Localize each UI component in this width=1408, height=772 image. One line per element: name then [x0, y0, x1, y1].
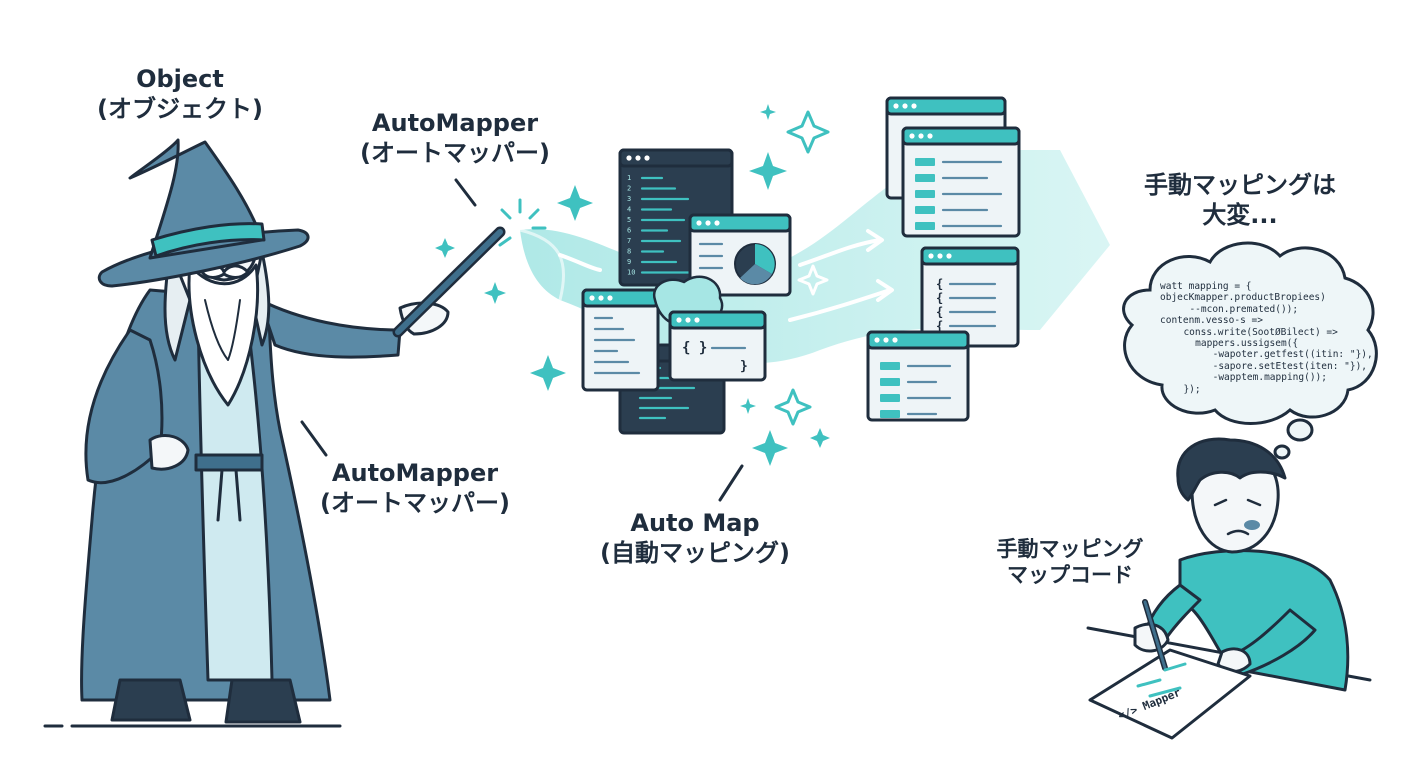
automapper-mid-line1: AutoMapper	[331, 459, 499, 487]
brace-symbol: {	[936, 291, 943, 305]
brace-symbol: }	[740, 359, 748, 374]
line-number: 4	[627, 206, 631, 214]
line-number: 6	[627, 227, 631, 235]
thought-cloud	[1122, 241, 1378, 460]
thought-code-line: objecKmapper.productBropiees)	[1160, 292, 1326, 304]
brace-symbol: {	[936, 305, 943, 319]
object-label: Object (オブジェクト)	[70, 64, 290, 124]
manual-code-line1: 手動マッピング	[996, 537, 1144, 561]
thought-code-line: --mcon.premated());	[1178, 303, 1299, 315]
sparkle-outline-icon	[774, 110, 830, 426]
code-window	[581, 288, 660, 392]
sparkle-icon	[435, 104, 830, 466]
list-row-marker	[915, 190, 935, 198]
manual-hard-line1: 手動マッピングは	[1144, 171, 1336, 199]
manual-hard-label: 手動マッピングは 大変...	[1110, 170, 1370, 230]
list-row-marker	[915, 206, 935, 214]
thought-code-line: conss.write(SootØBilect) =>	[1172, 326, 1338, 338]
list-row-marker	[880, 394, 900, 402]
magic-wand[interactable]	[392, 226, 506, 338]
thought-code-line: -wapptem.mapping());	[1184, 372, 1327, 384]
list-row-marker	[915, 158, 935, 166]
line-number: 8	[627, 248, 631, 256]
automapper-label-top: AutoMapper (オートマッパー)	[340, 108, 570, 168]
line-number: 1	[627, 174, 631, 182]
person-figure	[1086, 437, 1372, 740]
brace-symbol: {	[936, 277, 943, 291]
wizard-figure	[80, 138, 450, 724]
brace-symbol: { }	[682, 340, 707, 356]
list-row-marker	[880, 378, 900, 386]
thought-code-line: -sapore.setEtest(iten: "}),	[1184, 360, 1368, 372]
wand-sparkle	[498, 198, 547, 247]
line-number: 2	[627, 185, 631, 193]
brace-window: { }}	[668, 310, 767, 382]
pie-slice	[740, 264, 772, 285]
list-row-marker	[915, 174, 935, 182]
line-number: 10	[627, 269, 635, 277]
output-window: {{{{	[920, 246, 1020, 348]
thought-code-line: watt mapping = {	[1160, 281, 1252, 292]
automapper-top-line1: AutoMapper	[371, 109, 539, 137]
object-label-line2: (オブジェクト)	[97, 95, 263, 123]
auto-map-line1: Auto Map	[630, 509, 760, 537]
list-row-marker	[880, 362, 900, 370]
output-window	[901, 126, 1021, 238]
automapper-label-mid: AutoMapper (オートマッパー)	[300, 458, 530, 518]
paper-scribbles	[1136, 662, 1187, 698]
automapper-mid-line2: (オートマッパー)	[320, 489, 510, 517]
thought-code-line: });	[1172, 383, 1201, 395]
line-number: 5	[627, 216, 631, 224]
manual-code-line2: マップコード	[1007, 563, 1133, 588]
thought-code-line: -wapoter.getfest((itin: "}),	[1184, 349, 1373, 361]
pointer-lines	[300, 178, 744, 502]
thought-code-line: contenm.vesso-s =>	[1160, 315, 1263, 327]
output-window	[866, 330, 970, 422]
arrow-icon	[558, 170, 894, 322]
brace-symbol: {	[936, 319, 943, 333]
list-row-marker	[880, 410, 900, 418]
auto-map-label: Auto Map (自動マッピング)	[575, 508, 815, 568]
auto-map-line2: (自動マッピング)	[600, 539, 790, 567]
code-cluster: 1 2 3 4 5 6 7 8 9 10 { }}	[581, 148, 792, 435]
output-windows: {{{{	[866, 96, 1021, 422]
line-number: 3	[627, 195, 631, 203]
list-row-marker	[915, 222, 935, 230]
object-label-line1: Object	[136, 65, 224, 93]
line-number: 7	[627, 237, 631, 245]
manual-hard-line2: 大変...	[1202, 201, 1278, 229]
pie-slice	[755, 244, 775, 274]
manual-code-label: 手動マッピング マップコード	[955, 536, 1185, 589]
thought-code-line: mappers.ussigsem({	[1178, 338, 1299, 349]
automapper-top-line2: (オートマッパー)	[360, 139, 550, 167]
line-number: 9	[627, 258, 631, 266]
chart-window	[688, 213, 792, 297]
